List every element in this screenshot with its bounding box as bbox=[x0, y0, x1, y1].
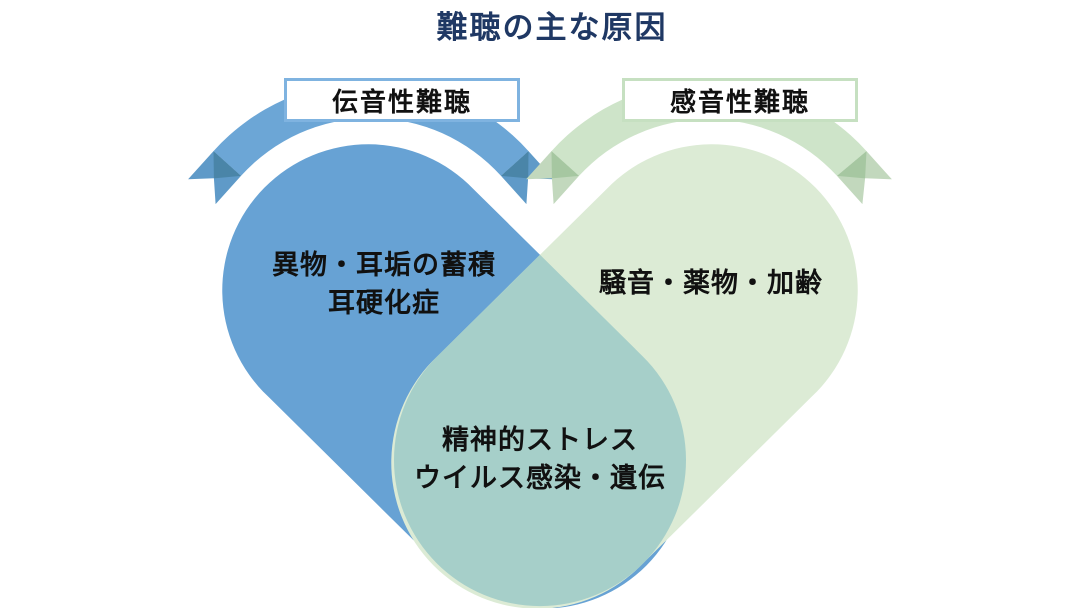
sensorineural-label: 感音性難聴 bbox=[669, 86, 810, 117]
conductive-label-box: 伝音性難聴 bbox=[284, 78, 520, 122]
sensorineural-label-box: 感音性難聴 bbox=[622, 78, 858, 122]
conductive-cause-item: 耳硬化症 bbox=[328, 288, 440, 318]
shared-causes: 精神的ストレス ウイルス感染・遺伝 bbox=[414, 421, 666, 497]
right-ribbon-fold-icon bbox=[837, 151, 867, 179]
left-ribbon-fold-icon bbox=[501, 151, 529, 179]
overlap-region-shape bbox=[393, 254, 686, 607]
shared-cause-item: ウイルス感染・遺伝 bbox=[414, 463, 666, 493]
sensorineural-causes: 騒音・薬物・加齢 bbox=[599, 264, 823, 302]
conductive-cause-item: 異物・耳垢の蓄積 bbox=[272, 250, 496, 280]
sensorineural-cause-item: 騒音・薬物・加齢 bbox=[599, 268, 823, 298]
left-ribbon-fold-icon bbox=[213, 151, 241, 179]
conductive-causes: 異物・耳垢の蓄積 耳硬化症 bbox=[272, 246, 496, 322]
shared-cause-item: 精神的ストレス bbox=[442, 425, 638, 455]
conductive-label: 伝音性難聴 bbox=[331, 86, 472, 117]
page-title: 難聴の主な原因 bbox=[436, 10, 668, 45]
right-ribbon-fold-icon bbox=[551, 151, 579, 179]
